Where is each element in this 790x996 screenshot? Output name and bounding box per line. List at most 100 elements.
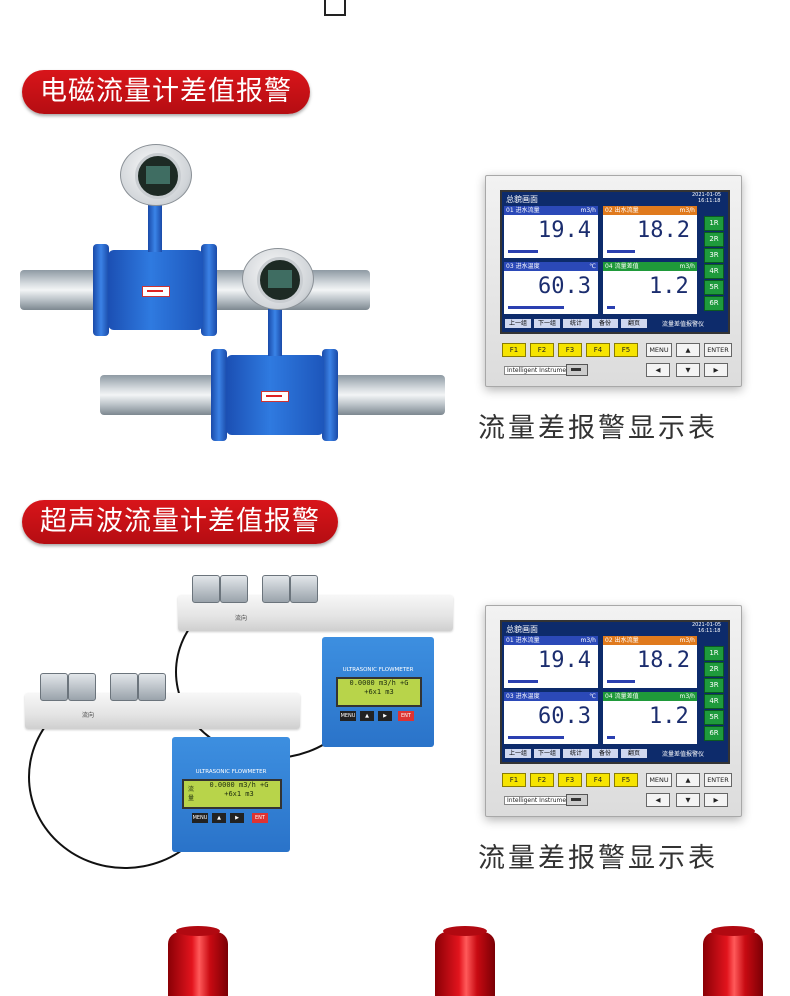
relay-5r: 5R <box>704 280 724 295</box>
f4-key[interactable]: F4 <box>586 773 610 787</box>
menu-key[interactable]: MENU <box>340 711 356 721</box>
soft-button-prev-group[interactable]: 上一组 <box>505 319 531 328</box>
flow-direction-label: 流向 <box>235 615 248 622</box>
panel-unit: m3/h <box>679 637 696 644</box>
panel-name: 进水温度 <box>515 693 540 700</box>
converter-head-1 <box>120 144 192 206</box>
f5-key[interactable]: F5 <box>614 343 638 357</box>
panel-bar <box>607 736 615 739</box>
ultrasonic-flowmeters-illustration: 流向 ULTRASONIC FLOWMETER 0.0000 m3/h +G +… <box>0 565 470 875</box>
display-ring <box>135 153 181 199</box>
menu-key[interactable]: MENU <box>646 343 672 357</box>
panel-value: 1.2 <box>649 274 689 299</box>
flange-right-1 <box>201 244 217 336</box>
panel-value: 19.4 <box>538 648 591 673</box>
panel-name: 进水流量 <box>515 637 540 644</box>
footer-title: 流量差值报警仪 <box>662 321 705 328</box>
lcd-line-1: 0.0000 m3/h +G <box>349 679 409 687</box>
f2-key[interactable]: F2 <box>530 773 554 787</box>
enter-key[interactable]: ENT <box>398 711 414 721</box>
relay-1r: 1R <box>704 216 724 231</box>
flow-direction-label: 流向 <box>82 712 95 719</box>
up-key[interactable]: ▲ <box>676 343 700 357</box>
transducer-clamp <box>290 575 318 603</box>
flowmeter-label: ULTRASONIC FLOWMETER <box>195 769 267 775</box>
soft-button-next-group[interactable]: 下一组 <box>534 319 560 328</box>
panel-bar <box>508 250 538 253</box>
enter-key[interactable]: ENTER <box>704 343 732 357</box>
panel-name: 进水流量 <box>515 207 540 214</box>
down-key[interactable]: ▼ <box>676 363 700 377</box>
section1-caption: 流量差报警显示表 <box>478 413 718 444</box>
soft-button-backup[interactable]: 备份 <box>592 749 618 758</box>
relay-1r: 1R <box>704 646 724 661</box>
panel-value: 18.2 <box>637 648 690 673</box>
screen-time: 16:11:18 <box>698 198 721 204</box>
panel-03: 03 进水温度℃ 60.3 <box>504 692 598 744</box>
f5-key[interactable]: F5 <box>614 773 638 787</box>
screen-date: 2021-01-05 <box>692 622 722 628</box>
relay-3r: 3R <box>704 248 724 263</box>
panel-id: 04 <box>605 263 613 270</box>
right-key[interactable]: ▶ <box>378 711 392 721</box>
f2-key[interactable]: F2 <box>530 343 554 357</box>
enter-key[interactable]: ENTER <box>704 773 732 787</box>
relay-4r: 4R <box>704 694 724 709</box>
enter-key[interactable]: ENT <box>252 813 268 823</box>
up-key[interactable]: ▲ <box>676 773 700 787</box>
soft-button-stats[interactable]: 统计 <box>563 749 589 758</box>
panel-unit: m3/h <box>580 637 597 644</box>
down-key[interactable]: ▼ <box>676 793 700 807</box>
flange-left-1 <box>93 244 109 336</box>
alarm-beacon-1 <box>168 926 228 996</box>
panel-id: 02 <box>605 207 613 214</box>
transducer-clamp <box>110 673 138 701</box>
panel-id: 03 <box>506 693 514 700</box>
f3-key[interactable]: F3 <box>558 343 582 357</box>
converter-head-2 <box>242 248 314 310</box>
panel-unit: m3/h <box>679 693 696 700</box>
transducer-clamp <box>68 673 96 701</box>
soft-button-prev-group[interactable]: 上一组 <box>505 749 531 758</box>
soft-button-backup[interactable]: 备份 <box>592 319 618 328</box>
right-key[interactable]: ▶ <box>704 363 728 377</box>
soft-button-next-group[interactable]: 下一组 <box>534 749 560 758</box>
right-key[interactable]: ▶ <box>704 793 728 807</box>
soft-button-stats[interactable]: 统计 <box>563 319 589 328</box>
soft-button-page[interactable]: 翻页 <box>621 319 647 328</box>
left-key[interactable]: ◀ <box>646 793 670 807</box>
relay-2r: 2R <box>704 232 724 247</box>
f1-key[interactable]: F1 <box>502 773 526 787</box>
brand-label: Intelligent Instrument <box>504 366 576 375</box>
screen-time: 16:11:18 <box>698 628 721 634</box>
flow-arrow-icon <box>142 286 170 297</box>
f1-key[interactable]: F1 <box>502 343 526 357</box>
panel-bar <box>607 250 635 253</box>
menu-key[interactable]: MENU <box>646 773 672 787</box>
soft-button-page[interactable]: 翻页 <box>621 749 647 758</box>
left-key[interactable]: ◀ <box>646 363 670 377</box>
flowmeter-label: ULTRASONIC FLOWMETER <box>342 667 414 673</box>
section2-caption: 流量差报警显示表 <box>478 843 718 874</box>
lcd-line-2: +6x1 m3 <box>364 688 394 696</box>
section1-banner: 电磁流量计差值报警 <box>22 70 310 114</box>
right-key[interactable]: ▶ <box>230 813 244 823</box>
relay-6r: 6R <box>704 726 724 741</box>
f4-key[interactable]: F4 <box>586 343 610 357</box>
f3-key[interactable]: F3 <box>558 773 582 787</box>
panel-name: 出水流量 <box>614 207 639 214</box>
panel-id: 03 <box>506 263 514 270</box>
up-key[interactable]: ▲ <box>212 813 226 823</box>
panel-value: 1.2 <box>649 704 689 729</box>
panel-value: 60.3 <box>538 274 591 299</box>
up-key[interactable]: ▲ <box>360 711 374 721</box>
panel-id: 02 <box>605 637 613 644</box>
usb-port-icon <box>566 364 588 376</box>
panel-name: 流量差值 <box>614 693 639 700</box>
menu-key[interactable]: MENU <box>192 813 208 823</box>
